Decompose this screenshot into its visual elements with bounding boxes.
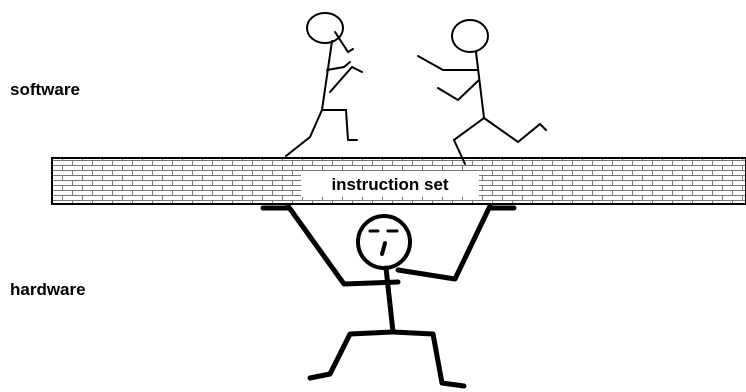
arm: [418, 56, 477, 70]
leg: [286, 110, 322, 156]
instruction-set-label: instruction set: [331, 175, 448, 194]
mouth: [382, 243, 385, 254]
arm: [330, 67, 362, 92]
software-figure-left: [286, 13, 362, 156]
head: [452, 20, 488, 52]
left-leg: [310, 332, 393, 378]
arm: [438, 80, 479, 100]
arm: [335, 32, 353, 52]
hardware-figure: [263, 206, 514, 386]
software-figure-right: [418, 20, 546, 164]
torso: [476, 52, 484, 118]
leg: [322, 110, 357, 140]
head: [307, 13, 343, 43]
arm: [327, 62, 350, 70]
torso: [322, 41, 332, 110]
torso: [386, 268, 393, 332]
right-leg: [393, 332, 464, 386]
leg: [484, 118, 546, 142]
brick-wall: instruction set: [52, 158, 746, 204]
